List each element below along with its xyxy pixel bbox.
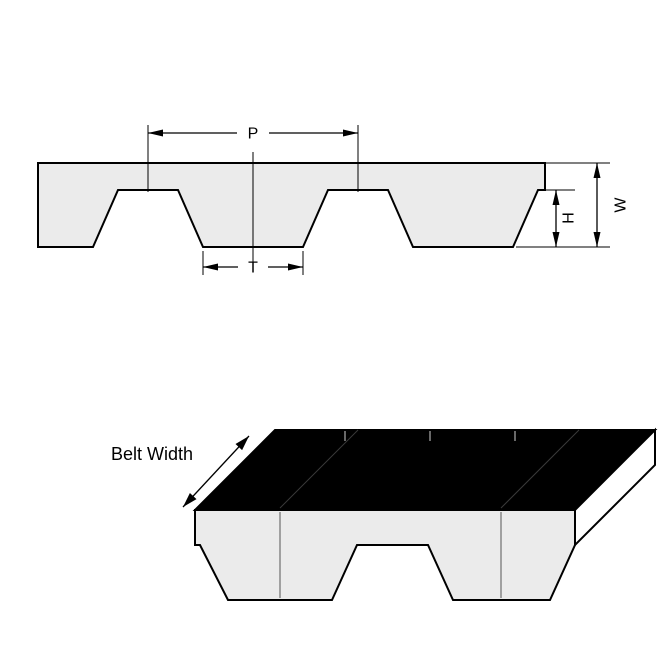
pitch-arrow-right xyxy=(343,129,358,137)
thickness-arrow-up xyxy=(593,163,601,178)
pitch-dimension: P xyxy=(148,126,358,143)
belt-thickness-dimension: W xyxy=(545,162,630,247)
tooth-width-dimension: T xyxy=(202,251,304,277)
cross-section-view: P T H W xyxy=(37,125,630,277)
belt-front-face xyxy=(194,509,576,601)
height-arrow-down xyxy=(552,232,560,247)
belt-thickness-label: W xyxy=(613,197,630,213)
belt-width-arrow-tail xyxy=(183,493,197,507)
tooth-height-dimension: H xyxy=(516,189,610,248)
top-face-centerlines xyxy=(279,429,580,509)
thickness-arrow-down xyxy=(593,232,601,247)
top-face-centerline-2 xyxy=(500,429,580,509)
pitch-label: P xyxy=(248,126,259,143)
tooth-arrow-left xyxy=(203,263,218,271)
belt-width-annotation: Belt Width xyxy=(111,435,250,508)
pitch-arrow-left xyxy=(148,129,163,137)
belt-width-label: Belt Width xyxy=(111,444,193,464)
tooth-width-label: T xyxy=(248,260,258,277)
belt-width-arrow-line xyxy=(182,435,250,508)
groove-centerlines xyxy=(147,125,359,262)
tooth-arrow-right xyxy=(288,263,303,271)
top-face-centerline-1 xyxy=(279,429,359,509)
height-arrow-up xyxy=(552,190,560,205)
belt-profile xyxy=(37,162,546,248)
front-face-centerlines xyxy=(279,512,502,598)
belt-width-arrow-head xyxy=(235,436,249,451)
tooth-height-label: H xyxy=(561,212,578,224)
isometric-view: Belt Width xyxy=(111,427,658,601)
